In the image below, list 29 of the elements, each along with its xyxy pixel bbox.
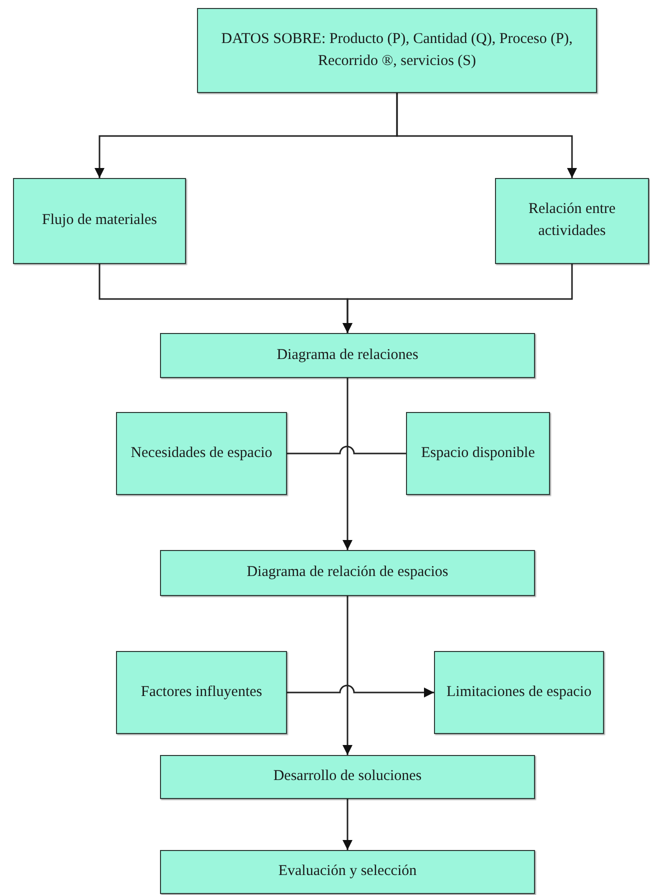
box-label: Diagrama de relación de espacios <box>246 563 448 582</box>
process-box <box>13 178 186 264</box>
arrow <box>342 799 352 850</box>
process-box <box>160 755 535 799</box>
arrow <box>342 378 352 550</box>
box-label: Necesidades de espacio <box>130 444 272 463</box>
arrow <box>396 93 577 178</box>
box-label: Limitaciones de espacio <box>446 682 592 702</box>
box-label: Espacio disponible <box>421 444 535 463</box>
process-box <box>160 550 535 596</box>
arrow <box>287 684 434 698</box>
box-label: Desarrollo de soluciones <box>273 767 422 786</box>
box-label: DATOS SOBRE: Producto (P), Cantidad (Q), Proceso (P), Recorrido ®, servicios (S) <box>220 30 574 70</box>
box-label: Flujo de materiales <box>42 211 157 230</box>
arrow <box>342 264 573 333</box>
box-label: Diagrama de relaciones <box>276 346 418 365</box>
process-box <box>116 412 287 495</box>
process-box <box>495 178 649 264</box>
box-label: Relación entre actividades <box>527 200 617 241</box>
process-box <box>160 333 535 378</box>
process-box <box>197 8 597 93</box>
process-box <box>434 651 604 734</box>
process-box <box>160 850 535 894</box>
process-box <box>406 412 550 495</box>
arrow <box>342 596 352 755</box>
process-box <box>116 651 287 734</box>
connector-line <box>287 446 406 454</box>
box-label: Evaluación y selección <box>278 862 417 882</box>
box-label: Factores influyentes <box>140 682 262 702</box>
